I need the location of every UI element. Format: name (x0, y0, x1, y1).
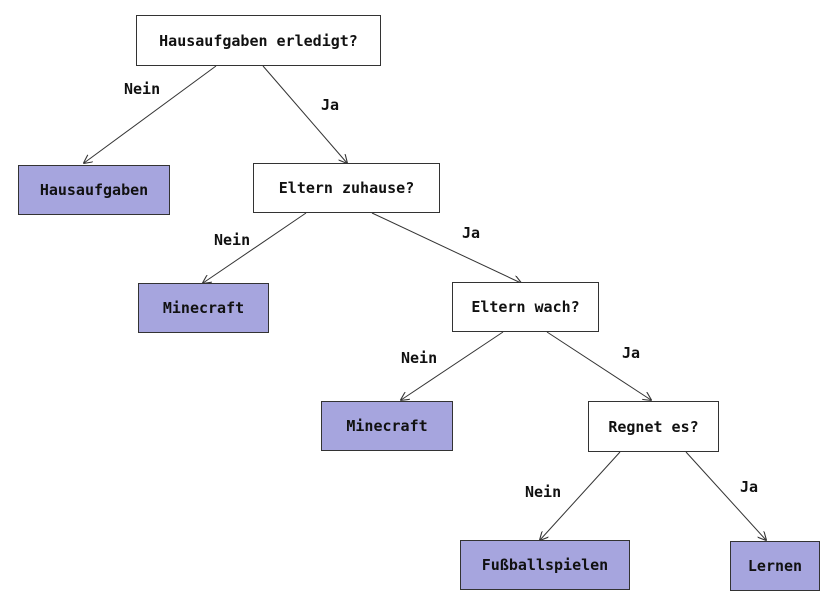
edge-label-parents-awake-no: Nein (401, 349, 438, 367)
node-homework-done: Hausaufgaben erledigt? (136, 15, 381, 66)
node-raining: Regnet es? (588, 401, 719, 452)
edge-label-homework-no: Nein (124, 80, 161, 98)
edge-label-homework-yes: Ja (321, 96, 340, 114)
edge-homework-no (84, 65, 217, 163)
edge-label-parents-home-no: Nein (214, 231, 251, 249)
edge-label-raining-no: Nein (525, 483, 562, 501)
leaf-homework: Hausaufgaben (18, 165, 170, 215)
leaf-learn: Lernen (730, 541, 820, 591)
edge-label-raining-yes: Ja (740, 478, 759, 496)
leaf-minecraft-2: Minecraft (321, 401, 453, 451)
node-parents-awake: Eltern wach? (452, 282, 599, 332)
edge-parents-home-no (203, 212, 307, 283)
edge-label-parents-home-yes: Ja (462, 224, 481, 242)
node-parents-home: Eltern zuhause? (253, 163, 440, 213)
edge-parents-awake-no (401, 331, 504, 400)
edge-label-parents-awake-yes: Ja (622, 344, 641, 362)
edge-raining-yes (685, 451, 766, 540)
edge-parents-home-yes (371, 212, 521, 283)
edge-parents-awake-yes (546, 331, 651, 400)
edge-homework-yes (262, 65, 347, 163)
leaf-minecraft-1: Minecraft (138, 283, 269, 333)
leaf-football: Fußballspielen (460, 540, 630, 590)
edge-raining-no (540, 451, 621, 540)
